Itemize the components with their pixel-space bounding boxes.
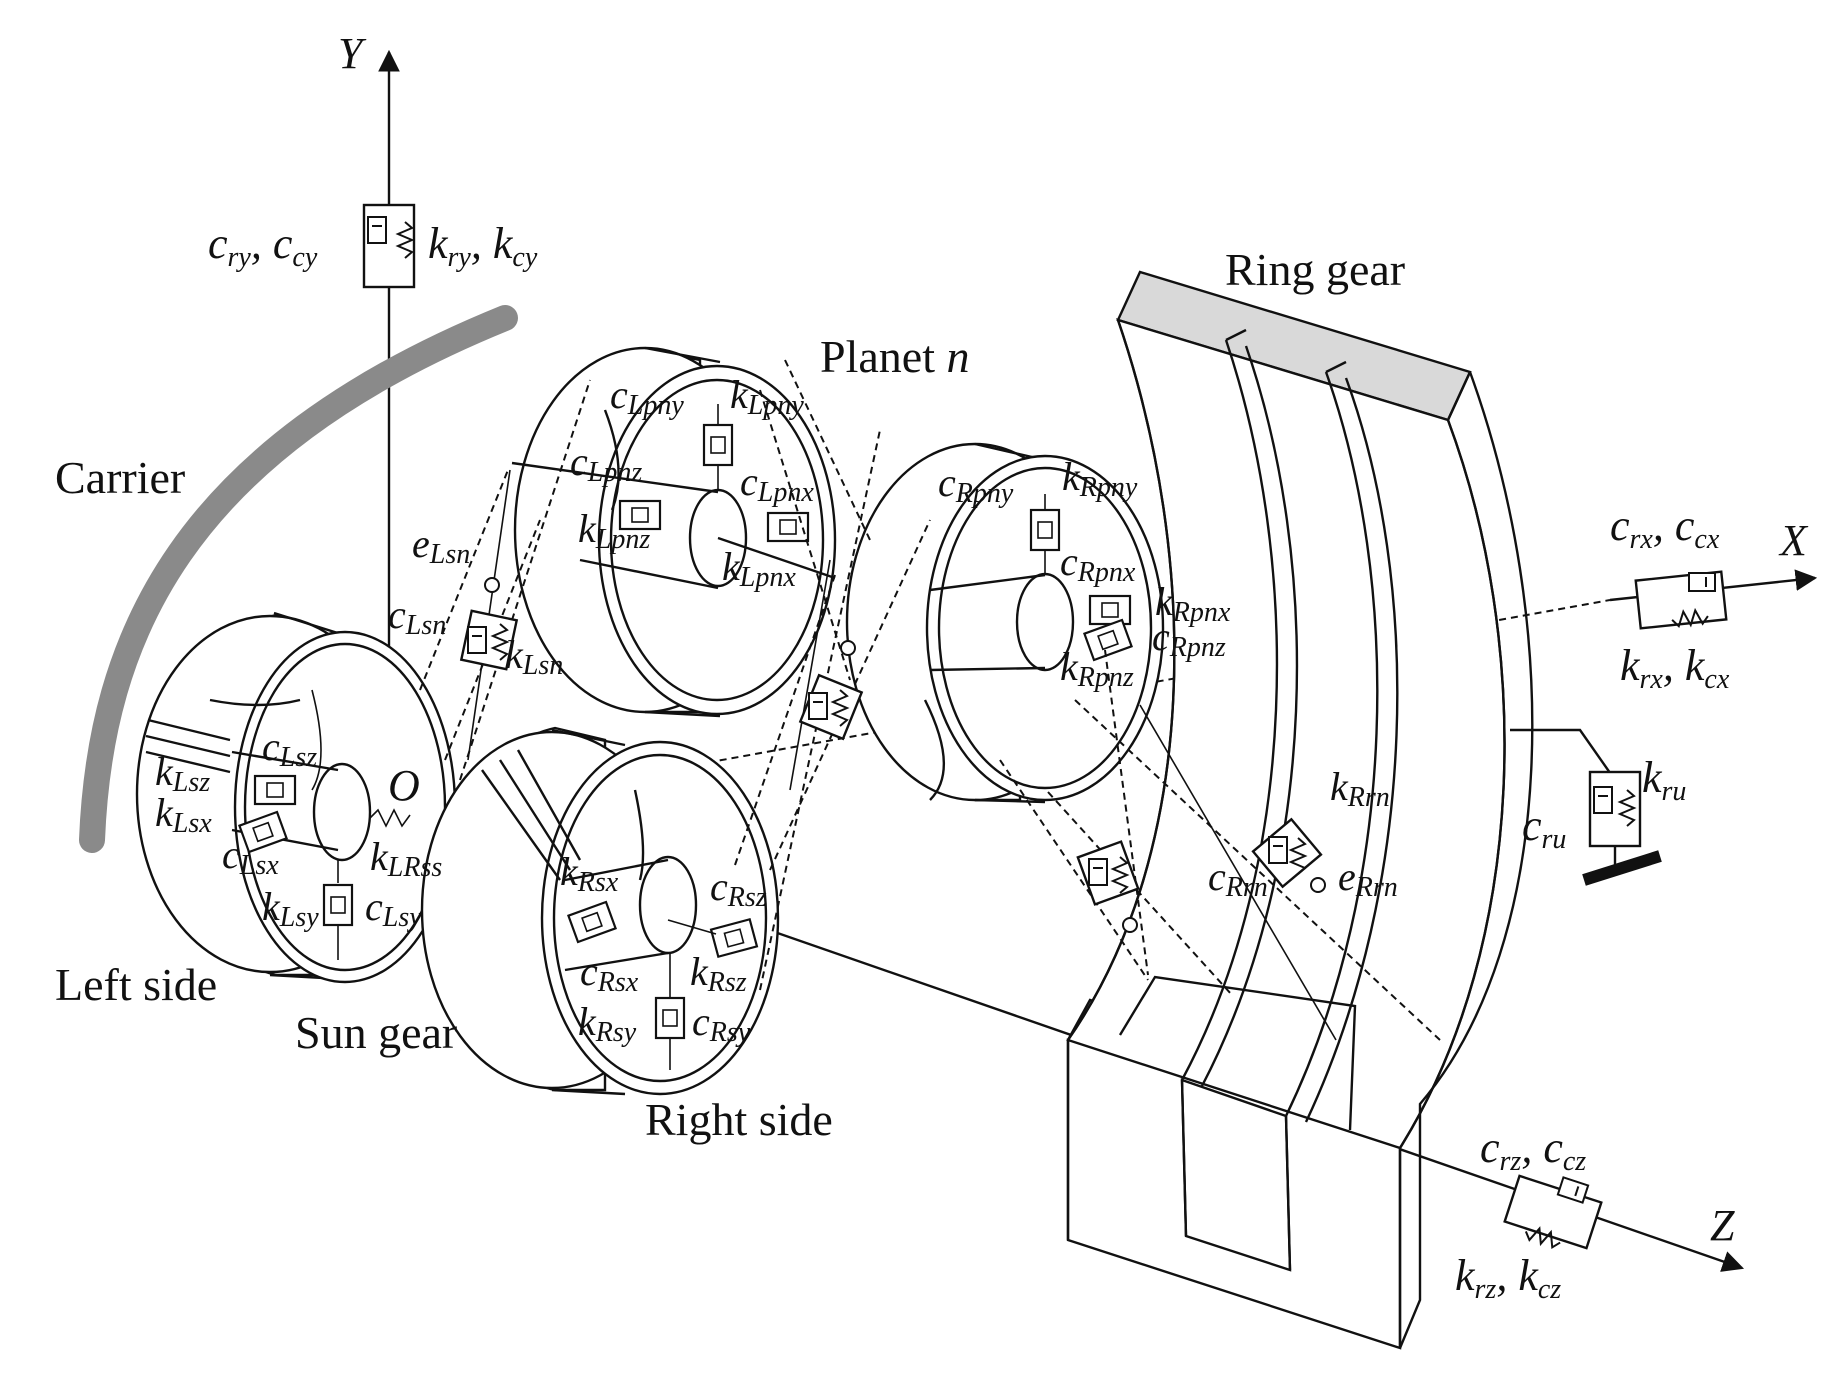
carrier-label: Carrier	[55, 452, 185, 503]
z-support-stiffness-label: krz, kcz	[1455, 1251, 1561, 1305]
label-kLsn: kLsn	[505, 632, 563, 681]
ru-stiffness-label: kru	[1642, 753, 1686, 807]
label-kLsz: kLsz	[155, 749, 210, 798]
x-support-stiffness-label: krx, kcx	[1620, 641, 1730, 695]
element-labels: cLpny kLpny cLpnz cLpnx kLpnz kLpnx cRpn…	[155, 372, 1398, 1048]
label-cLsx: cLsx	[222, 832, 279, 881]
y-support-spring-damper	[362, 203, 416, 289]
label-kRsx: kRsx	[560, 849, 619, 898]
right-side-label: Right side	[645, 1094, 833, 1145]
x-axis-label: X	[1778, 516, 1809, 565]
label-kRpny: kRpny	[1062, 454, 1138, 503]
x-support-damping-label: crx, ccx	[1610, 501, 1720, 555]
label-cRsx: cRsx	[580, 949, 639, 998]
origin-label: O	[388, 761, 420, 810]
ru-damping-label: cru	[1522, 801, 1566, 855]
z-axis-label: Z	[1710, 1201, 1735, 1250]
y-axis-label: Y	[338, 29, 367, 78]
sun-left-planet-mesh-element	[459, 577, 519, 671]
label-kLpnx: kLpnx	[722, 544, 796, 593]
planet-left-cylinder	[511, 346, 837, 718]
label-eLsn: eLsn	[412, 521, 470, 570]
label-cLsz: cLsz	[262, 724, 317, 773]
label-cLpny: cLpny	[610, 372, 684, 421]
label-cLpnx: cLpnx	[740, 459, 814, 508]
label-cRsy: cRsy	[692, 999, 751, 1048]
y-support-damping-label: cry, ccy	[208, 219, 318, 273]
ring-right-mesh-element	[1251, 817, 1326, 893]
label-kRsy: kRsy	[578, 999, 637, 1048]
label-kLRss: kLRss	[370, 834, 442, 883]
label-kLsx: kLsx	[155, 790, 212, 839]
left-side-label: Left side	[55, 959, 217, 1010]
label-eRrn: eRrn	[1338, 854, 1398, 903]
label-cLpnz: cLpnz	[570, 439, 642, 488]
left-side-sun-cylinder	[135, 611, 457, 984]
ring-gear-label: Ring gear	[1225, 244, 1405, 295]
y-support-stiffness-label: kry, kcy	[428, 219, 538, 273]
z-support-damping-label: crz, ccz	[1480, 1123, 1586, 1177]
carrier-arc	[79, 305, 518, 853]
label-cRrn: cRrn	[1208, 854, 1268, 903]
label-cRpnz: cRpnz	[1152, 614, 1226, 663]
ring-left-mesh-element	[1076, 840, 1140, 933]
planet-label: Planet n	[820, 331, 969, 382]
sun-gear-label: Sun gear	[295, 1007, 457, 1058]
label-cRsz: cRsz	[710, 864, 767, 913]
ring-gear-body	[1066, 270, 1534, 1350]
label-cLsn: cLsn	[388, 592, 446, 641]
label-kRpnx: kRpnx	[1155, 579, 1231, 628]
label-kRsz: kRsz	[690, 949, 747, 998]
label-kLsy: kLsy	[262, 884, 319, 933]
label-cRpnx: cRpnx	[1060, 539, 1136, 588]
z-support-spring-damper	[1503, 1174, 1603, 1251]
x-support-spring-damper	[1634, 570, 1728, 630]
label-kLpnz: kLpnz	[578, 506, 650, 555]
label-kRrn: kRrn	[1330, 764, 1390, 813]
sun-right-planet-mesh-element	[798, 640, 864, 741]
label-kRpnz: kRpnz	[1060, 644, 1134, 693]
ring-rotational-support	[1510, 728, 1662, 886]
label-cLsy: cLsy	[365, 884, 422, 933]
label-cRpny: cRpny	[938, 460, 1014, 509]
right-side-sun-cylinder	[420, 726, 780, 1096]
planet-right-cylinder	[845, 442, 1165, 804]
label-kLpny: kLpny	[730, 372, 804, 421]
